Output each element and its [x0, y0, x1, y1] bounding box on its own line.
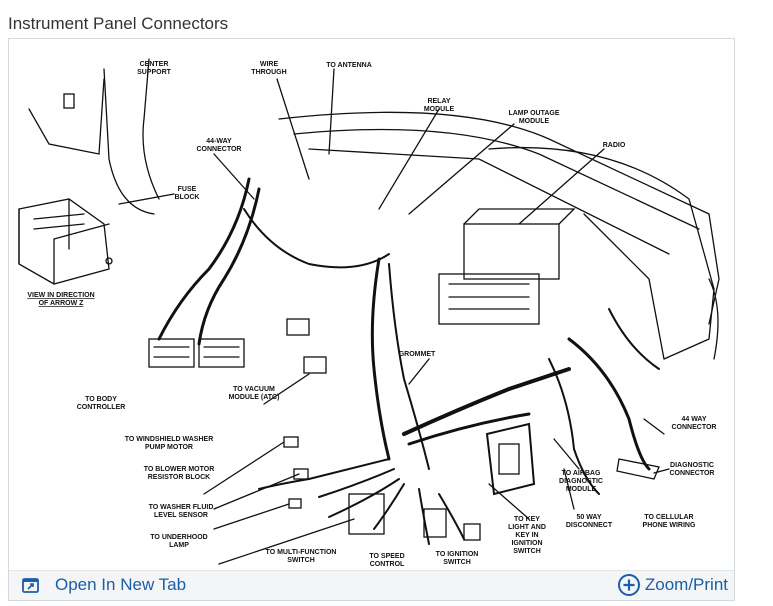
image-viewer: CENTER SUPPORT WIRE THROUGH TO ANTENNA R…: [8, 38, 735, 601]
label-washer-pump: TO WINDSHIELD WASHER: [125, 436, 214, 443]
label-washer-fluid: TO WASHER FLUID: [149, 504, 214, 511]
label-key-light-5: SWITCH: [513, 548, 541, 555]
viewer-toolbar: Open In New Tab Zoom/Print: [9, 570, 734, 600]
label-speed-control-2: CONTROL: [370, 561, 405, 568]
label-multifunction-switch: TO MULTI-FUNCTION: [266, 549, 337, 556]
label-washer-pump-2: PUMP MOTOR: [145, 444, 193, 451]
label-cellular-phone: TO CELLULAR: [644, 514, 693, 521]
label-blower-motor: TO BLOWER MOTOR: [144, 466, 215, 473]
page-title: Instrument Panel Connectors: [8, 14, 229, 33]
label-underhood-lamp: TO UNDERHOOD: [150, 534, 207, 541]
label-center-support: CENTER: [140, 61, 169, 68]
label-wire-through-2: THROUGH: [251, 69, 286, 76]
label-ignition-switch: TO IGNITION: [436, 551, 479, 558]
label-multifunction-switch-2: SWITCH: [287, 557, 315, 564]
label-relay-module-2: MODULE: [424, 106, 455, 113]
label-body-controller-2: CONTROLLER: [77, 404, 126, 411]
label-washer-fluid-2: LEVEL SENSOR: [154, 512, 208, 519]
label-airbag-module-3: MODULE: [566, 486, 597, 493]
open-new-tab-icon: [22, 578, 39, 593]
label-view-direction: VIEW IN DIRECTION: [27, 292, 94, 299]
label-vacuum-module: TO VACUUM: [233, 386, 275, 393]
label-body-controller: TO BODY: [85, 396, 117, 403]
label-44-way-connector-b-2: CONNECTOR: [672, 424, 717, 431]
open-new-tab-label: Open In New Tab: [55, 575, 187, 594]
label-speed-control: TO SPEED: [369, 553, 404, 560]
label-diagnostic-connector: DIAGNOSTIC: [670, 462, 714, 469]
label-grommet: GROMMET: [399, 351, 436, 358]
open-new-tab-button[interactable]: Open In New Tab: [21, 574, 186, 596]
label-airbag-module: TO AIRBAG: [562, 470, 601, 477]
label-cellular-phone-2: PHONE WIRING: [643, 522, 696, 529]
label-wire-through: WIRE: [260, 61, 279, 68]
label-diagnostic-connector-2: CONNECTOR: [670, 470, 715, 477]
wiring-diagram[interactable]: CENTER SUPPORT WIRE THROUGH TO ANTENNA R…: [9, 39, 734, 571]
label-blower-motor-2: RESISTOR BLOCK: [148, 474, 211, 481]
label-center-support-2: SUPPORT: [137, 69, 172, 76]
label-vacuum-module-2: MODULE (ATC): [229, 394, 280, 401]
label-44-way-connector: 44-WAY: [206, 138, 232, 145]
label-key-light: TO KEY: [514, 516, 540, 523]
label-lamp-outage-2: MODULE: [519, 118, 550, 125]
label-key-light-4: IGNITION: [511, 540, 542, 547]
label-fuse-block-2: BLOCK: [175, 194, 200, 201]
zoom-print-button[interactable]: Zoom/Print: [617, 574, 728, 596]
label-view-direction-2: OF ARROW Z: [39, 300, 85, 307]
zoom-print-label: Zoom/Print: [644, 575, 728, 594]
label-50-way-disconnect: 50 WAY: [576, 514, 601, 521]
label-lamp-outage: LAMP OUTAGE: [508, 110, 559, 117]
label-underhood-lamp-2: LAMP: [169, 542, 189, 549]
label-radio: RADIO: [603, 142, 626, 149]
label-airbag-module-2: DIAGNOSTIC: [559, 478, 603, 485]
zoom-plus-icon: [617, 574, 640, 596]
label-key-light-2: LIGHT AND: [508, 524, 546, 531]
label-key-light-3: KEY IN: [515, 532, 538, 539]
label-fuse-block: FUSE: [178, 186, 197, 193]
label-50-way-disconnect-2: DISCONNECT: [566, 522, 613, 529]
label-relay-module: RELAY: [427, 98, 450, 105]
label-44-way-connector-b: 44 WAY: [681, 416, 706, 423]
label-44-way-connector-2: CONNECTOR: [197, 146, 242, 153]
label-to-antenna: TO ANTENNA: [326, 62, 372, 69]
label-ignition-switch-2: SWITCH: [443, 559, 471, 566]
